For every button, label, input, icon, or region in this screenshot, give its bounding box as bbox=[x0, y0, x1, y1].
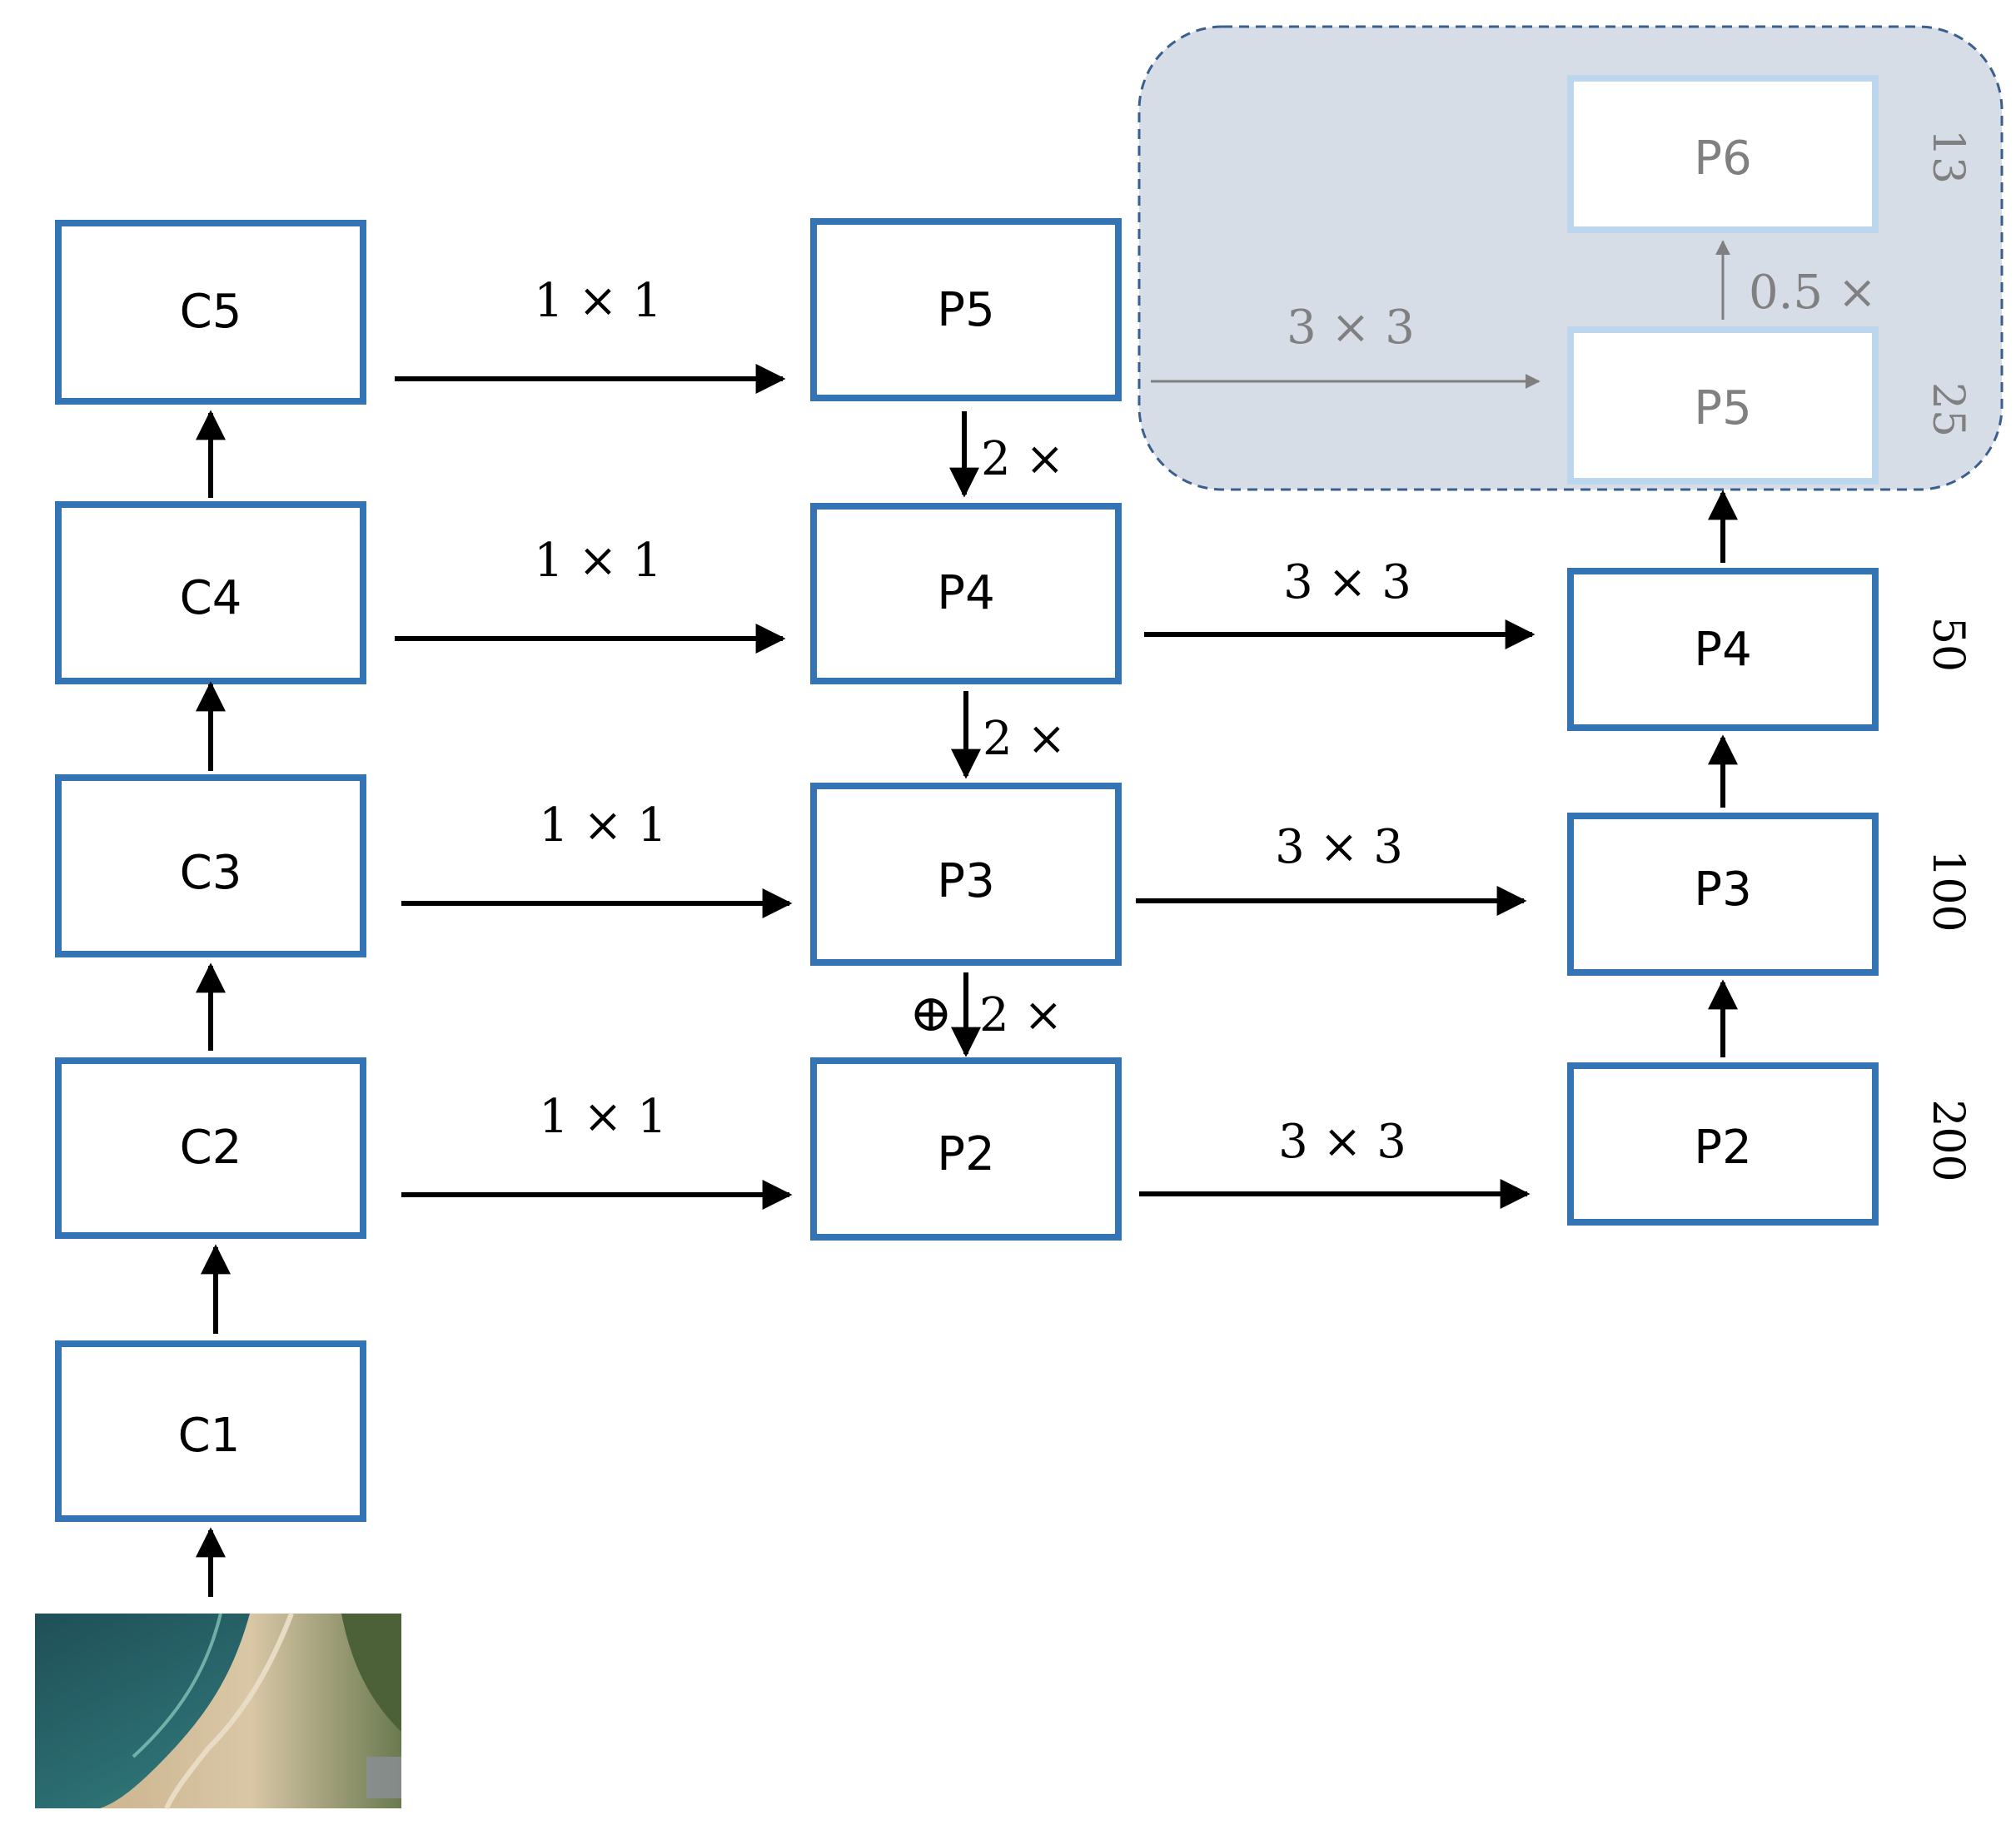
output-arrows bbox=[1136, 619, 1536, 1209]
extra-p5-label: P5 bbox=[1694, 381, 1751, 435]
lateral-p4-box bbox=[810, 503, 1122, 684]
conv-3x3-label-p2: 3 × 3 bbox=[1278, 1115, 1406, 1169]
output-p2-box bbox=[1567, 1062, 1879, 1226]
lateral-p3-box bbox=[810, 783, 1122, 966]
lateral-p4-label: P4 bbox=[937, 566, 994, 620]
add-symbol: ⊕ bbox=[909, 982, 953, 1043]
output-p3-box bbox=[1567, 813, 1879, 976]
aerial-coastline-photo-icon bbox=[35, 1612, 401, 1810]
lateral-column: P5 P4 P3 P2 bbox=[810, 218, 1122, 1241]
c3-label: C3 bbox=[180, 846, 242, 900]
c5-box bbox=[55, 220, 366, 405]
backbone-column: C5 C4 C3 C2 C1 bbox=[55, 220, 366, 1522]
conv-1x1-label-c5: 1 × 1 bbox=[534, 274, 662, 328]
extra-p6-label: P6 bbox=[1694, 132, 1751, 186]
c1-box bbox=[55, 1340, 366, 1522]
upsample-label-p3: 2 × bbox=[979, 988, 1063, 1042]
backbone-arrows bbox=[196, 410, 231, 1597]
c2-box bbox=[55, 1057, 366, 1239]
extra-p6-box bbox=[1567, 75, 1879, 233]
conv-3x3-label-extra: 3 × 3 bbox=[1287, 301, 1415, 355]
extra-p5-box bbox=[1567, 326, 1879, 485]
extra-levels: P6 P5 0.5 × 3 × 3 bbox=[1151, 75, 1879, 485]
conv-3x3-label-p3: 3 × 3 bbox=[1275, 820, 1403, 874]
upsample-label-p4: 2 × bbox=[983, 712, 1066, 766]
output-column: P4 P3 P2 bbox=[1567, 568, 1879, 1226]
conv-1x1-label-c3: 1 × 1 bbox=[539, 798, 667, 853]
output-p4-label: P4 bbox=[1694, 623, 1751, 677]
size-label-p4: 50 bbox=[1923, 617, 1973, 672]
conv-1x1-label-c2: 1 × 1 bbox=[539, 1090, 667, 1144]
c5-label: C5 bbox=[180, 285, 242, 339]
size-label-p6: 13 bbox=[1923, 129, 1973, 184]
lateral-p2-box bbox=[810, 1057, 1122, 1241]
downsample-label: 0.5 × bbox=[1749, 266, 1877, 320]
lateral-p2-label: P2 bbox=[937, 1127, 994, 1181]
output-p4-box bbox=[1567, 568, 1879, 731]
size-label-p3: 100 bbox=[1923, 849, 1973, 932]
size-label-p2: 200 bbox=[1923, 1099, 1973, 1181]
c2-label: C2 bbox=[180, 1121, 242, 1175]
conv-1x1-label-c4: 1 × 1 bbox=[534, 534, 662, 588]
lateral-p5-box bbox=[810, 218, 1122, 401]
output-p2-label: P2 bbox=[1694, 1121, 1751, 1175]
lateral-p3-label: P3 bbox=[937, 854, 994, 908]
lateral-p5-label: P5 bbox=[937, 283, 994, 337]
upsample-arrows bbox=[949, 411, 981, 1057]
c3-box bbox=[55, 774, 366, 957]
upsample-label-p5: 2 × bbox=[981, 432, 1064, 486]
lateral-arrows bbox=[395, 364, 793, 1210]
c4-box bbox=[55, 501, 366, 684]
output-p3-label: P3 bbox=[1694, 863, 1751, 917]
size-label-extra-p5: 25 bbox=[1923, 382, 1973, 437]
c4-label: C4 bbox=[180, 571, 242, 625]
c1-label: C1 bbox=[178, 1409, 241, 1463]
conv-3x3-label-p4: 3 × 3 bbox=[1283, 555, 1411, 609]
